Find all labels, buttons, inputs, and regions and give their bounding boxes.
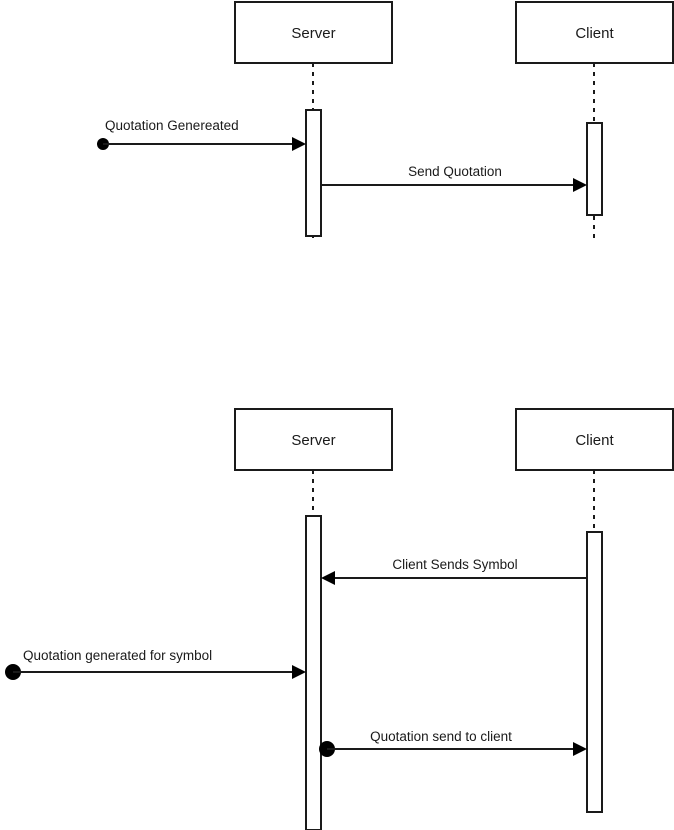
message-quotation-send-to-client: Quotation send to client bbox=[319, 729, 587, 757]
message-label: Client Sends Symbol bbox=[392, 557, 517, 572]
message-label: Quotation send to client bbox=[370, 729, 512, 744]
participant-box-server-1: Server bbox=[234, 1, 393, 64]
arrow-head-icon bbox=[292, 665, 306, 679]
message-quotation-generated-for-symbol: Quotation generated for symbol bbox=[5, 648, 306, 680]
message-label: Quotation Genereated bbox=[105, 118, 239, 133]
message-quotation-genereated: Quotation Genereated bbox=[97, 118, 306, 151]
participant-label: Client bbox=[575, 432, 614, 449]
message-send-quotation: Send Quotation bbox=[321, 164, 587, 192]
diagram-1: Quotation Genereated Send Quotation Serv… bbox=[97, 1, 674, 240]
participant-box-server-2: Server bbox=[234, 408, 393, 471]
message-client-sends-symbol: Client Sends Symbol bbox=[321, 557, 587, 585]
arrow-head-icon bbox=[292, 137, 306, 151]
participant-box-client-2: Client bbox=[515, 408, 674, 471]
activation-bar-client-2 bbox=[586, 531, 603, 813]
activation-bar-server-2 bbox=[305, 515, 322, 830]
diagram-2: Client Sends Symbol Quotation generated … bbox=[5, 408, 674, 830]
participant-label: Client bbox=[575, 25, 614, 42]
message-label: Quotation generated for symbol bbox=[23, 648, 212, 663]
participant-box-client-1: Client bbox=[515, 1, 674, 64]
activation-bar-server-1 bbox=[305, 109, 322, 237]
participant-label: Server bbox=[291, 25, 335, 42]
arrow-head-icon bbox=[573, 178, 587, 192]
message-label: Send Quotation bbox=[408, 164, 502, 179]
participant-label: Server bbox=[291, 432, 335, 449]
arrow-head-icon bbox=[573, 742, 587, 756]
arrow-head-icon bbox=[321, 571, 335, 585]
activation-bar-client-1 bbox=[586, 122, 603, 216]
